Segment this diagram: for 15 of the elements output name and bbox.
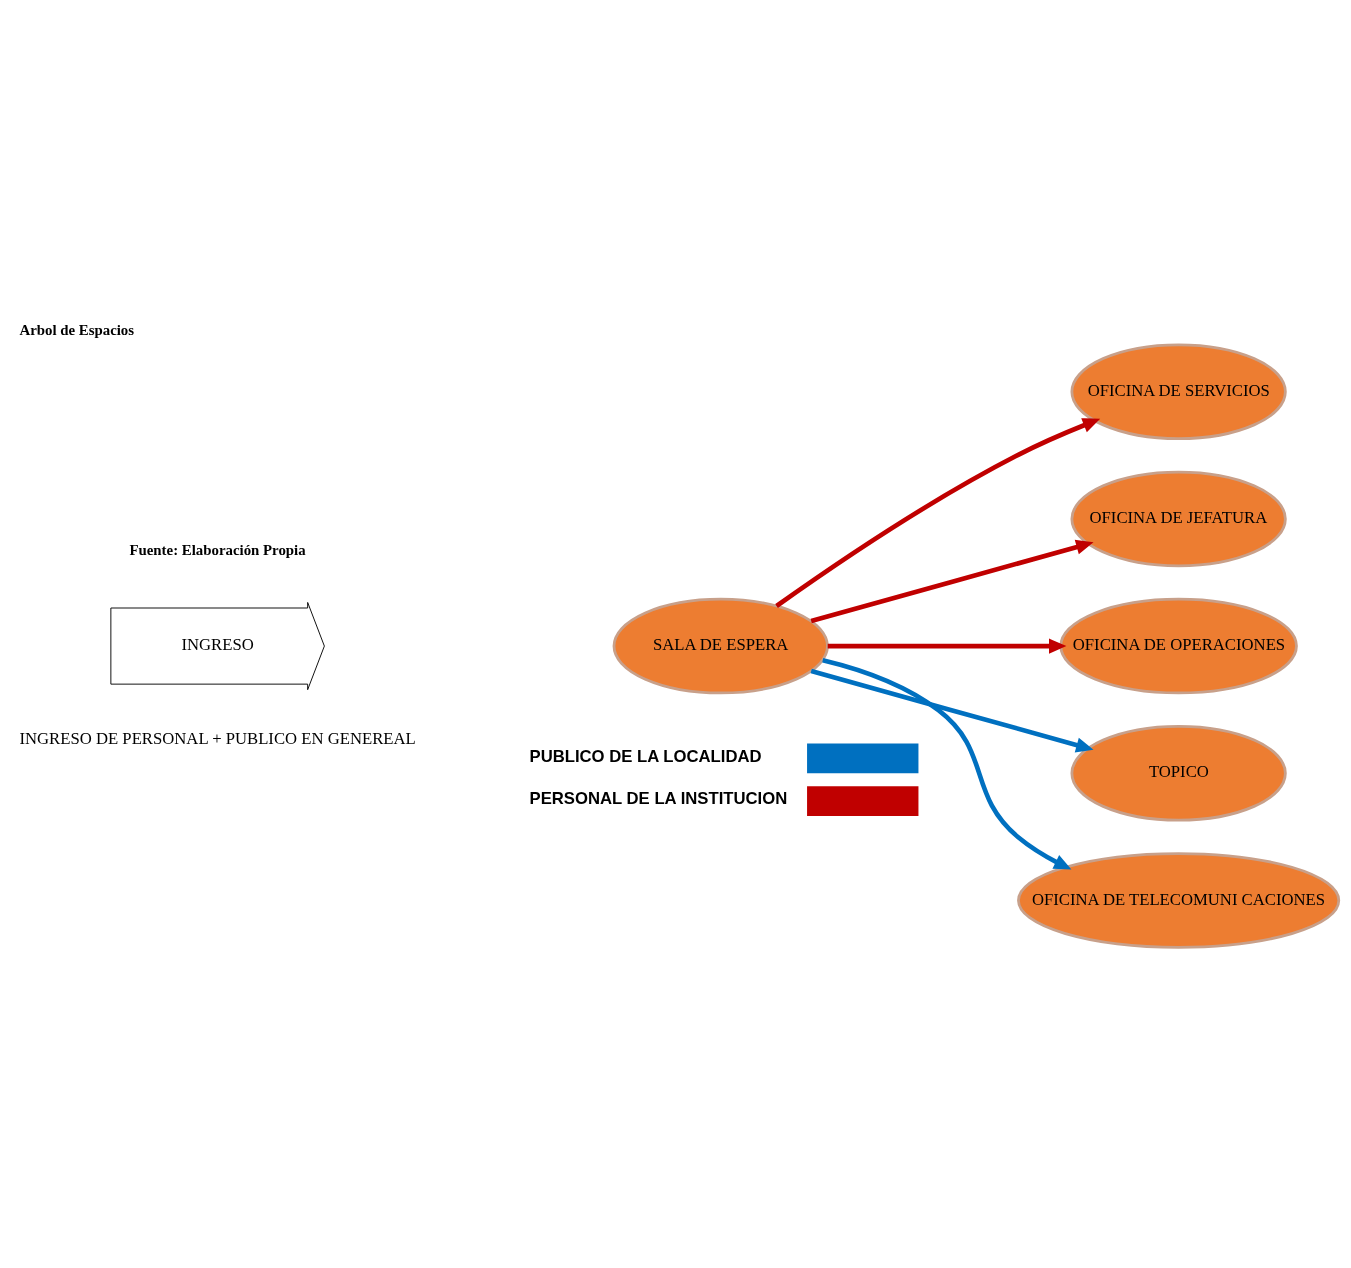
legend-label: PERSONAL DE LA INSTITUCION — [529, 789, 788, 809]
label: Fuente: Elaboración Propia — [129, 541, 306, 558]
arrow — [810, 539, 1094, 624]
node-ellipse: OFICINA DE SERVICIOS — [1070, 343, 1287, 440]
legend-label: PUBLICO DE LA LOCALIDAD — [529, 746, 762, 766]
arrow — [822, 657, 1072, 870]
node-ellipse: TOPICO — [1070, 724, 1287, 822]
arrow — [827, 638, 1067, 654]
node-ellipse: SALA DE ESPERA — [612, 597, 829, 695]
node-label: INGRESO DE PERSONAL + PUBLICO EN GENEREAL — [19, 728, 416, 748]
arrow — [810, 668, 1094, 753]
arrow — [775, 418, 1101, 608]
node-ellipse: OFICINA DE JEFATURA — [1070, 470, 1287, 568]
diagram-title: Arbol de Espacios — [19, 322, 135, 339]
node-ellipse: OFICINA DE OPERACIONES — [1059, 597, 1298, 695]
